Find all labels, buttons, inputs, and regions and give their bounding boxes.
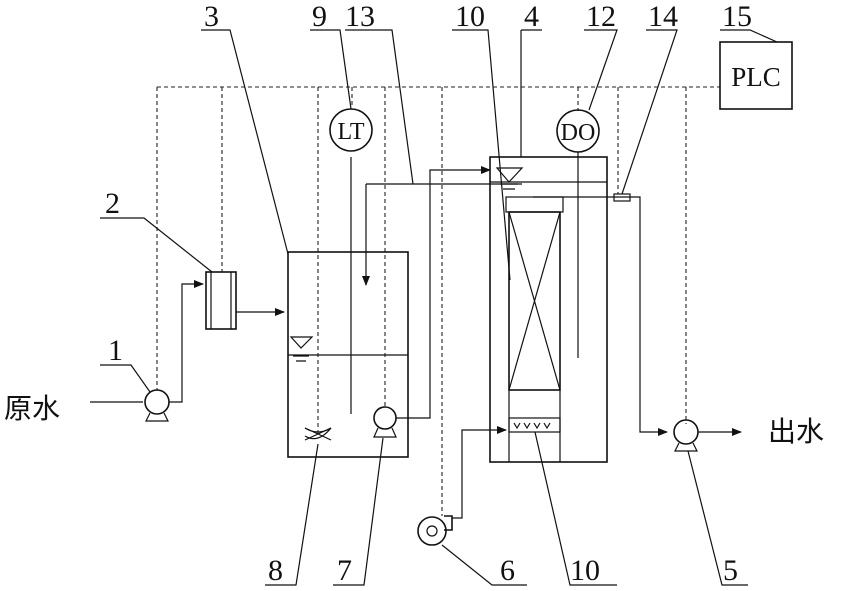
air-blower xyxy=(417,426,507,546)
plc-label: PLC xyxy=(731,62,781,92)
lt-label: LT xyxy=(337,119,364,145)
callout-5: 5 xyxy=(723,554,738,587)
do-label: DO xyxy=(561,120,596,146)
effluent-label: 出水 xyxy=(768,415,824,448)
callout-10-bottom: 10 xyxy=(570,554,600,587)
callout-2: 2 xyxy=(105,187,120,220)
callout-9: 9 xyxy=(312,0,327,33)
do-sensor: DO xyxy=(556,109,600,153)
callout-1: 1 xyxy=(108,334,123,367)
callout-14: 14 xyxy=(648,0,678,33)
plc-controller: PLC xyxy=(719,41,793,110)
effluent-pump: 出水 xyxy=(673,415,824,452)
callout-15: 15 xyxy=(722,0,752,33)
level-transmitter: LT xyxy=(329,108,373,152)
callout-6: 6 xyxy=(500,554,515,587)
mixer xyxy=(304,427,332,441)
callout-3: 3 xyxy=(204,0,219,33)
callout-8: 8 xyxy=(268,554,283,587)
control-signal-lines xyxy=(156,86,720,516)
bioreactor xyxy=(489,152,668,463)
callout-12: 12 xyxy=(586,0,616,33)
dosing-device xyxy=(205,271,285,330)
regulating-tank xyxy=(287,157,409,458)
callout-4: 4 xyxy=(524,0,539,33)
raw-water-pump: 原水 xyxy=(4,280,204,425)
callout-7: 7 xyxy=(337,554,352,587)
callouts: 1 2 3 9 13 10 4 12 14 15 8 7 6 xyxy=(100,0,778,587)
feed-pump xyxy=(373,166,491,438)
raw-water-label: 原水 xyxy=(4,392,60,425)
callout-13: 13 xyxy=(345,0,375,33)
callout-10-top: 10 xyxy=(455,0,485,33)
